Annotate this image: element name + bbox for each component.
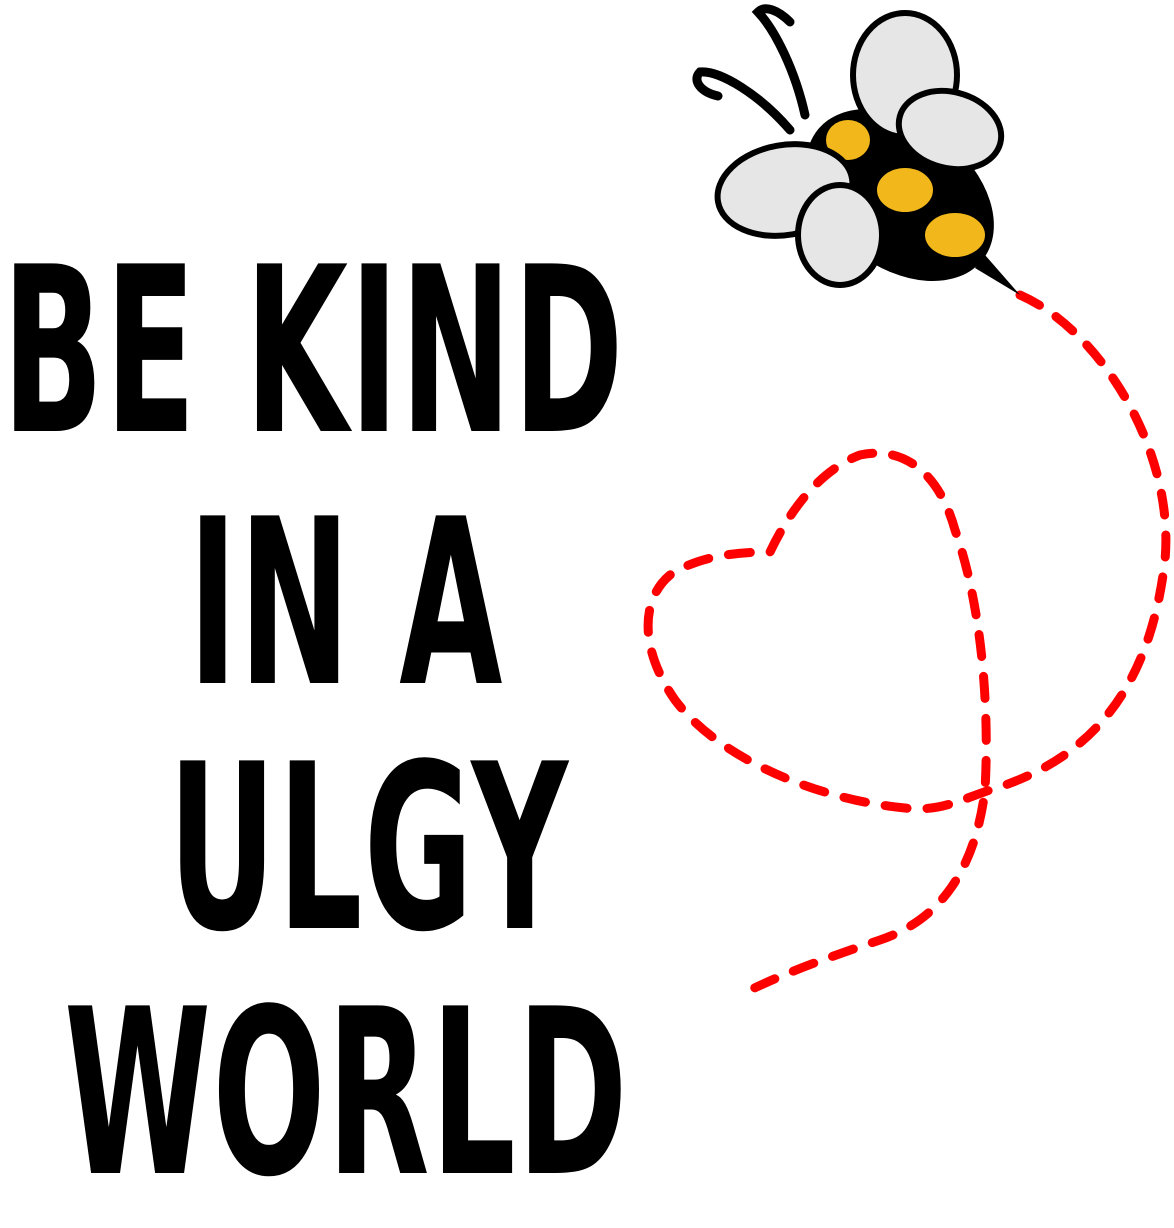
bee-stinger xyxy=(975,255,1020,295)
headline-line-2: IN A xyxy=(188,471,504,738)
headline-line-4: WORLD xyxy=(64,961,629,1228)
headline-line-1: BE KIND xyxy=(2,219,625,486)
trail-art xyxy=(643,290,1171,1000)
bee-stripe-3 xyxy=(925,213,985,257)
bee-stripe-2 xyxy=(877,168,933,212)
bee-antenna-right xyxy=(751,4,810,120)
bee-antenna-left xyxy=(692,67,795,135)
bee-wing-bottom xyxy=(795,182,885,288)
bee-icon xyxy=(692,4,1020,295)
bee-stripe-1 xyxy=(826,120,870,160)
headline-line-3: ULGY xyxy=(168,716,570,983)
design-canvas: BE KIND IN A ULGY WORLD xyxy=(2,4,1171,1210)
heart-dashed-trail xyxy=(643,290,1171,1000)
bee-wing-right xyxy=(895,87,1005,173)
